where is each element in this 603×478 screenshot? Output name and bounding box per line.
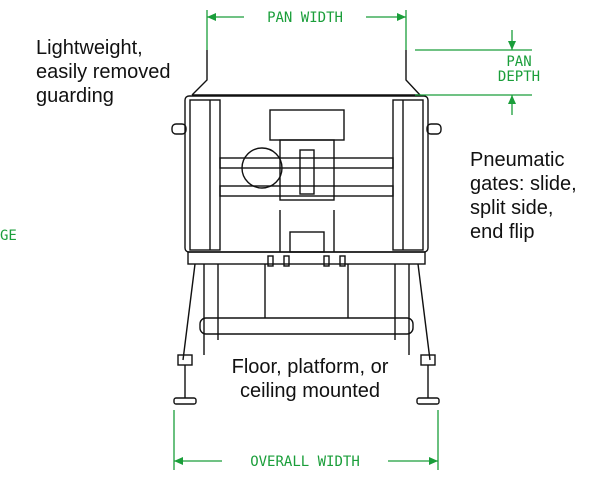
crossbar-upper [219, 157, 394, 169]
pan-width-arrow-right [397, 13, 406, 21]
lower-frame-rail [187, 251, 426, 265]
pan-left-wall [191, 50, 208, 96]
gates-line-3: split side, [470, 197, 554, 219]
base-crossbar [199, 317, 414, 335]
overall-width-arrow-left [174, 457, 183, 465]
mount-line-2: ceiling mounted [239, 380, 381, 402]
drive-housing [269, 109, 345, 141]
gates-line-2: gates: slide, [470, 173, 577, 195]
fastener-1 [267, 255, 274, 267]
crossbar-lower [219, 185, 394, 197]
fastener-2 [283, 255, 290, 267]
leg-right-outer [417, 263, 431, 361]
drive-base [289, 231, 325, 253]
machine-outline [171, 50, 442, 405]
guarding-line-1: Lightweight, [36, 37, 143, 59]
foot-left-block [177, 354, 193, 366]
guarding-line-2: easily removed [36, 61, 171, 83]
foot-left-pad [173, 397, 197, 405]
pan-width-label: PAN WIDTH [267, 10, 343, 26]
pan-right-wall [405, 50, 421, 96]
guarding-callout: Lightweight, easily removed guarding [36, 36, 171, 108]
drive-shaft [299, 149, 315, 195]
body-frame [184, 95, 429, 253]
pan-depth-arrow-bottom [508, 95, 516, 104]
gates-line-1: Pneumatic [470, 149, 565, 171]
edge-fragment-label: GE [0, 228, 17, 244]
foot-right-block [420, 354, 436, 366]
overall-width-label: OVERALL WIDTH [250, 454, 360, 470]
leg-left-outer [182, 263, 196, 361]
left-handle [171, 123, 187, 135]
gates-callout: Pneumatic gates: slide, split side, end … [470, 148, 577, 244]
drive-core [279, 139, 335, 201]
gates-line-4: end flip [470, 221, 535, 243]
guarding-line-3: guarding [36, 85, 114, 107]
mount-callout: Floor, platform, or ceiling mounted [205, 355, 415, 403]
drive-pulley [241, 147, 283, 189]
overall-width-arrow-right [429, 457, 438, 465]
foot-right-pad [416, 397, 440, 405]
fastener-4 [339, 255, 346, 267]
mount-line-1: Floor, platform, or [231, 356, 389, 378]
pan-width-arrow-left [207, 13, 216, 21]
fastener-3 [323, 255, 330, 267]
pan-depth-label-line1: PAN [506, 54, 531, 70]
right-guard-panel [392, 99, 424, 251]
right-handle [426, 123, 442, 135]
pan-depth-label-line2: DEPTH [498, 69, 540, 85]
left-guard-panel [189, 99, 221, 251]
dimension-lines [173, 10, 532, 470]
pan-depth-arrow-top [508, 41, 516, 50]
